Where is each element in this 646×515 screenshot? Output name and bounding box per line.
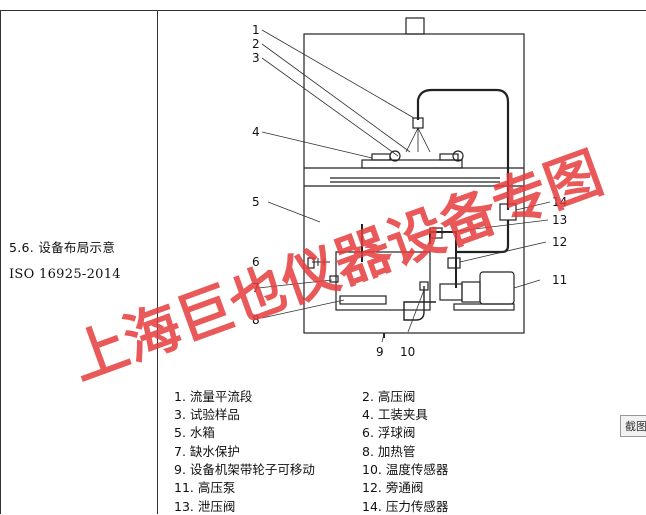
legend-item-6: 6. 浮球阀 (362, 425, 416, 440)
heating-tube (339, 295, 387, 305)
legend-item-10: 10. 温度传感器 (362, 462, 449, 477)
callout-5: 5 (252, 195, 260, 209)
legend-item-3: 3. 试验样品 (174, 407, 240, 422)
legend-item-5: 5. 水箱 (174, 425, 215, 440)
callout-4: 4 (252, 125, 260, 139)
callout-14: 14 (552, 195, 567, 209)
screenshot-button[interactable]: 截图 (620, 415, 646, 437)
callout-numbers: 1 2 3 4 5 6 7 8 9 10 11 12 13 14 (252, 23, 567, 359)
bypass-valve (447, 257, 461, 269)
callout-13: 13 (552, 213, 567, 227)
watermark-text: 上海巨也仪器设备专图 (63, 141, 611, 394)
legend-item-4: 4. 工装夹具 (362, 407, 428, 422)
legend-item-1: 1. 流量平流段 (174, 389, 253, 404)
legend-item-8: 8. 加热管 (362, 444, 416, 459)
legend-item-13: 13. 泄压阀 (174, 499, 236, 514)
standard-number: ISO 16925-2014 (9, 267, 121, 282)
fixture (361, 159, 463, 169)
callout-10: 10 (400, 345, 415, 359)
callout-12: 12 (552, 235, 567, 249)
legend-item-2: 2. 高压阀 (362, 389, 416, 404)
cabinet-outline (303, 33, 525, 334)
clause-title: 5.6. 设备布局示意 (9, 240, 116, 255)
legend-item-9: 9. 设备机架带轮子可移动 (174, 462, 315, 477)
callout-6: 6 (252, 255, 260, 269)
callout-9: 9 (376, 345, 384, 359)
high-pressure-line (416, 88, 510, 210)
callout-7: 7 (252, 281, 260, 295)
callout-8: 8 (252, 313, 260, 327)
legend-item-12: 12. 旁通阀 (362, 480, 424, 495)
legend-item-11: 11. 高压泵 (174, 480, 236, 495)
callout-3: 3 (252, 51, 260, 65)
water-tank (335, 251, 431, 311)
legend-item-7: 7. 缺水保护 (174, 444, 240, 459)
table-cell-clause: 5.6. 设备布局示意 ISO 16925-2014 (0, 10, 157, 514)
legend-item-14: 14. 压力传感器 (362, 499, 449, 514)
callout-11: 11 (552, 273, 567, 287)
callout-2: 2 (252, 37, 260, 51)
callout-1: 1 (252, 23, 260, 37)
table-cell-diagram (157, 10, 646, 514)
